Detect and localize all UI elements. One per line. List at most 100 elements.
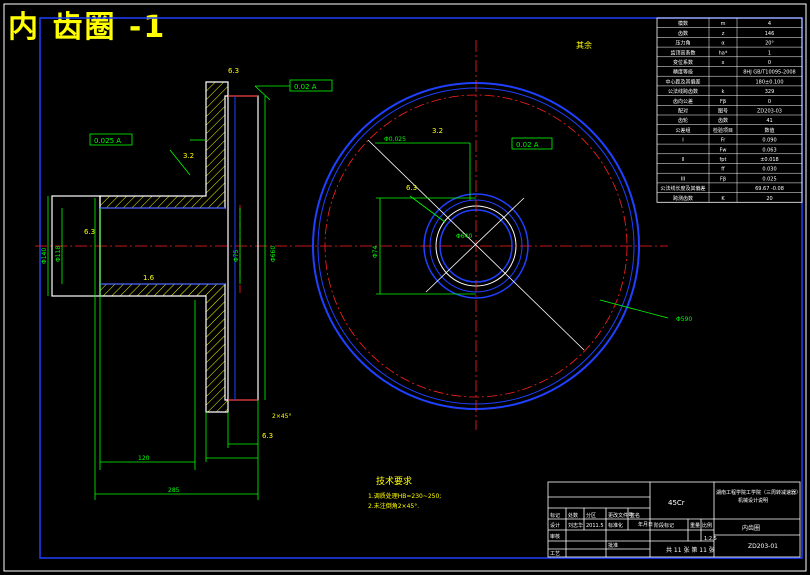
- other-roughness: 其余: [576, 40, 592, 50]
- tb-row-label-2: 分区: [586, 512, 596, 519]
- params-cell: I: [682, 138, 683, 144]
- params-cell: 跨测齿数: [673, 195, 693, 202]
- params-cell: 齿数: [678, 30, 688, 37]
- params-cell: m: [721, 21, 726, 27]
- params-cell: ff: [721, 167, 725, 173]
- params-cell: z: [722, 31, 725, 37]
- title-block-text: 45Cr 湖南工程学院工学院（三周转减速器） 机械设计说明 内齿圈 ZD203-…: [550, 489, 801, 557]
- tb-approve-label: 批准: [608, 542, 618, 549]
- params-cell: 齿轮: [678, 117, 688, 124]
- params-cell: 齿向公差: [673, 98, 693, 105]
- tech-requirements: 技术要求 1.调质处理HB=230~250; 2.未注倒角2×45°.: [368, 475, 441, 510]
- dim-bore-2: Φ118: [55, 246, 62, 262]
- params-table-border: [656, 17, 803, 203]
- params-cell: 20: [766, 196, 772, 202]
- params-cell: 20°: [765, 41, 774, 47]
- tb-row-label-5: 年月日: [638, 521, 653, 528]
- dim-outer-2: Φ640: [456, 233, 472, 240]
- params-cell: K: [721, 196, 725, 202]
- params-cell: Fβ: [720, 176, 726, 182]
- params-cell: 公法线长度及其偏差: [660, 185, 705, 192]
- roughness-front: 3.2: [432, 127, 443, 135]
- params-cell: 0.025: [762, 176, 776, 182]
- params-cell: 0.030: [762, 167, 776, 173]
- roughness-hub: 1.6: [143, 274, 155, 282]
- params-cell: Fr: [721, 138, 727, 144]
- params-cell: x: [722, 60, 725, 66]
- tb-design-label: 设计: [550, 522, 560, 529]
- section-dimensions: [47, 85, 290, 500]
- tb-row-label-0: 标记: [550, 512, 560, 519]
- params-cell: 模数: [678, 20, 688, 27]
- tb-ratio-label: 比例: [702, 522, 712, 529]
- params-cell: α: [721, 41, 725, 47]
- tb-weight-label: 重量: [690, 522, 700, 529]
- tb-design-date: 2011.5: [586, 523, 604, 529]
- tb-stage-label: 阶段标记: [654, 522, 674, 529]
- params-cell: 公差组: [675, 127, 690, 134]
- params-cell: 数值: [764, 127, 774, 134]
- params-cell: 检验项目: [713, 127, 733, 134]
- params-cell: 齿数: [718, 117, 728, 124]
- tb-row-label-1: 处数: [568, 512, 578, 519]
- title-block: [547, 481, 801, 558]
- roughness-top: 6.3: [228, 67, 239, 75]
- params-cell: 0.063: [762, 147, 776, 153]
- params-cell: 0.090: [762, 138, 776, 144]
- tolerance-left: 0.025 A: [94, 137, 121, 145]
- tolerance-front: 0.02 A: [516, 141, 539, 149]
- tech-line-1: 1.调质处理HB=230~250;: [368, 492, 441, 500]
- params-cell: 图号: [718, 109, 728, 115]
- front-dimensions: [375, 142, 669, 319]
- params-cell: 329: [765, 89, 775, 95]
- tech-line-2: 2.未注倒角2×45°.: [368, 502, 419, 510]
- dim-outer-1: Φ660: [270, 246, 277, 262]
- params-cell: Fw: [720, 147, 727, 153]
- dim-hub-bore: Φ75: [233, 249, 240, 262]
- tech-heading: 技术要求: [376, 475, 412, 487]
- roughness-bottom: 6.3: [262, 432, 273, 440]
- params-cell: 4: [768, 21, 771, 27]
- tb-review-label: 审核: [550, 533, 560, 540]
- params-cell: III: [681, 176, 685, 182]
- tolerance-frame-left: [89, 133, 133, 146]
- params-cell: 0: [768, 60, 771, 66]
- dim-front: Φ74: [372, 245, 379, 258]
- tb-school: 湖南工程学院工学院（三周转减速器）: [716, 489, 801, 496]
- params-cell: 69.67 -0.08: [755, 186, 784, 192]
- params-cell: 精度等级: [673, 69, 693, 76]
- params-cell: 公法线跨齿数: [668, 88, 698, 95]
- params-cell: 41: [766, 118, 772, 124]
- roughness-left: 3.2: [183, 152, 194, 160]
- params-cell: 1: [768, 50, 771, 56]
- tolerance-frame-front: [511, 137, 553, 150]
- params-cell: 146: [765, 31, 775, 37]
- params-cell: ±0.018: [760, 157, 779, 163]
- front-annotations: 其余 3.2 0.02 A 6.3 Φ0.025 Φ74 Φ590 Φ640: [372, 40, 692, 323]
- tb-drawing-no: ZD203-01: [748, 543, 778, 550]
- dim-width-2: 285: [168, 487, 180, 494]
- section-view: [35, 81, 300, 413]
- front-view: [300, 40, 668, 430]
- tb-row-label-3: 更改文件号: [608, 512, 633, 519]
- chamfer-label: 2×45°: [272, 413, 291, 420]
- params-cell: Fβ: [720, 99, 726, 105]
- tb-school-2: 机械设计说明: [738, 497, 768, 504]
- params-cell: II: [682, 157, 685, 163]
- tb-design-name: 刘志华: [568, 522, 583, 529]
- roughness-bore: 6.3: [84, 228, 95, 236]
- tb-material: 45Cr: [668, 499, 685, 507]
- params-cell: fpt: [720, 157, 727, 163]
- roughness-front-2: 6.3: [406, 184, 417, 192]
- params-cell: 齿顶高系数: [670, 49, 695, 56]
- params-cell: ZD203-03: [757, 109, 782, 115]
- params-cell: 0: [768, 99, 771, 105]
- tb-row-label-4: 签名: [630, 512, 640, 519]
- tb-standard-label: 标准化: [608, 522, 623, 529]
- params-cell: 8HJ GB/T10095-2008: [743, 70, 795, 76]
- params-cell: 中心距及其偏差: [665, 78, 700, 85]
- params-cell: 180±0.100: [755, 79, 783, 85]
- tb-scale: 1:2.5: [704, 536, 717, 542]
